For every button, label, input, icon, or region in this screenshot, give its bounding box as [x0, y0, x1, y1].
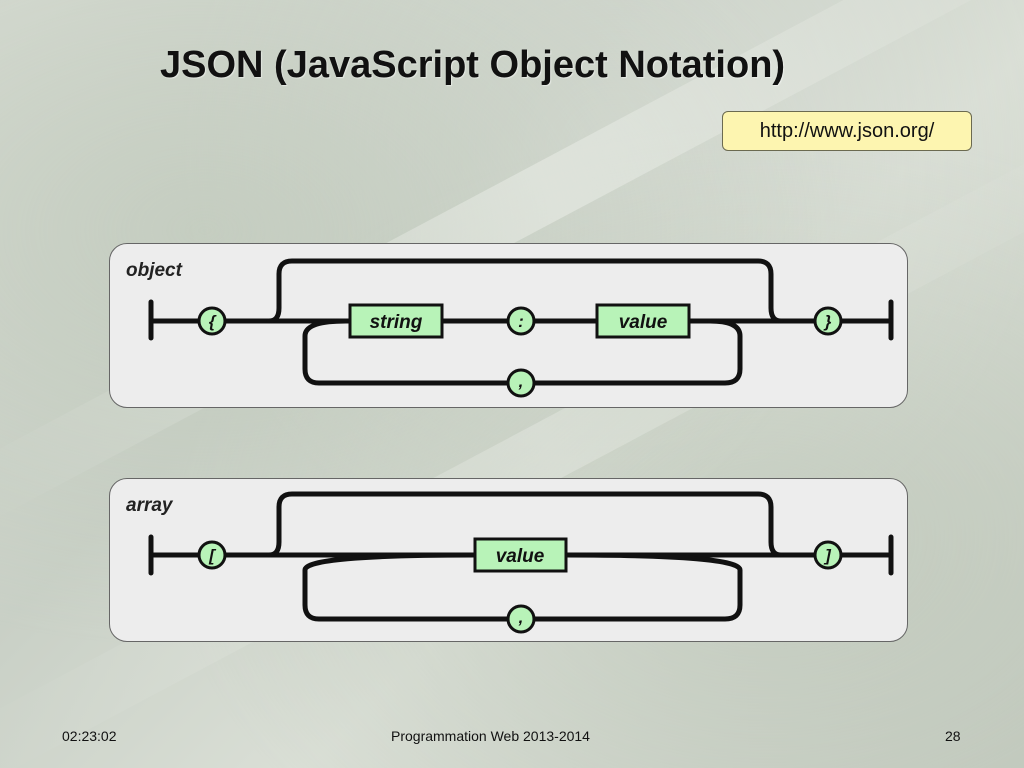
array-bypass-line: [266, 491, 784, 558]
footer-course: Programmation Web 2013-2014: [391, 728, 590, 744]
slide-title: JSON (JavaScript Object Notation): [160, 44, 785, 87]
object-diagram-panel: object { string : value , }: [109, 243, 908, 408]
footer-time: 02:23:02: [62, 728, 117, 744]
object-comma-node: [506, 368, 536, 398]
array-value-text: value: [496, 546, 545, 567]
array-value-box: [473, 537, 568, 573]
object-string-text: string: [370, 312, 423, 333]
array-diagram-label: array: [126, 495, 173, 516]
title-initial: J: [286, 44, 308, 86]
object-open-brace-text: {: [209, 312, 217, 331]
title-segment: otation): [645, 44, 786, 86]
title-segment: cript: [396, 44, 490, 86]
object-comma-text: ,: [518, 372, 524, 391]
array-comma-node: [506, 604, 536, 634]
object-open-brace-node: [197, 306, 227, 336]
object-value-box: [595, 303, 691, 339]
title-initial: S: [371, 44, 397, 86]
array-comma-text: ,: [518, 608, 524, 627]
object-string-box: [348, 303, 444, 339]
array-close-bracket-node: [813, 540, 843, 570]
title-segment: ava: [307, 44, 372, 86]
array-close-bracket-text: ]: [823, 546, 832, 565]
object-diagram-label: object: [126, 260, 182, 281]
object-colon-text: :: [518, 312, 524, 331]
title-initial: N: [618, 44, 646, 86]
array-open-bracket-text: [: [208, 546, 217, 565]
object-close-brace-text: }: [823, 312, 832, 331]
object-close-brace-node: [813, 306, 843, 336]
object-colon-node: [506, 306, 536, 336]
footer-page-number: 28: [945, 728, 961, 744]
json-url-link[interactable]: http://www.json.org/: [722, 111, 972, 151]
object-railroad-diagram: { string : value , }: [148, 258, 894, 398]
json-url-text: http://www.json.org/: [759, 119, 935, 142]
array-railroad-diagram: [ value , ]: [148, 491, 894, 634]
title-segment: bject: [519, 44, 619, 86]
array-open-bracket-node: [197, 540, 227, 570]
title-segment: JSON (: [160, 44, 287, 86]
array-diagram-panel: array [ value , ]: [109, 478, 908, 642]
title-initial: O: [489, 44, 520, 86]
object-value-text: value: [619, 312, 668, 333]
object-bypass-line: [266, 258, 784, 324]
